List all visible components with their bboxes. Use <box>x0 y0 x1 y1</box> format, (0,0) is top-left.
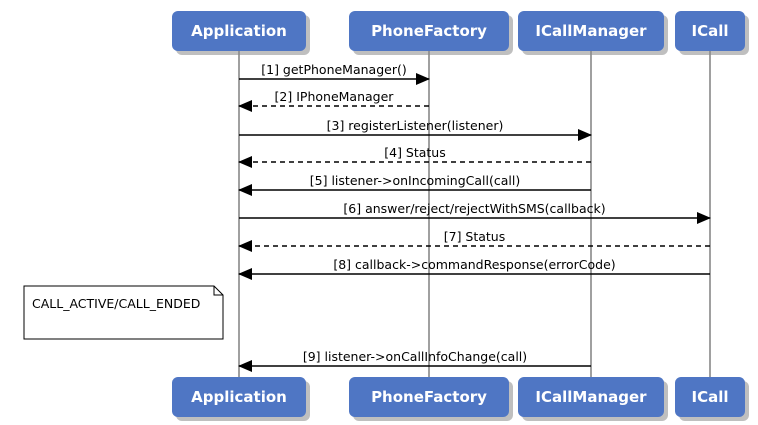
participant-box <box>518 377 664 417</box>
participant-label: ICallManager <box>535 388 647 406</box>
participant-icm-top: ICallManager <box>518 11 668 55</box>
participant-icm-bottom: ICallManager <box>518 377 668 421</box>
participant-box <box>172 11 306 51</box>
message-5: [5] listener->onIncomingCall(call) <box>238 173 591 196</box>
participant-label: ICallManager <box>535 22 647 40</box>
participant-box <box>675 11 745 51</box>
message-1: [1] getPhoneManager() <box>239 62 430 85</box>
participant-label: Application <box>191 22 287 40</box>
participant-label: ICall <box>692 22 729 40</box>
message-label: [3] registerListener(listener) <box>327 118 504 133</box>
message-label: [4] Status <box>384 145 446 160</box>
participant-label: Application <box>191 388 287 406</box>
note: CALL_ACTIVE/CALL_ENDED <box>23 285 224 340</box>
message-2: [2] IPhoneManager <box>238 89 429 112</box>
participant-box <box>349 377 509 417</box>
note-fold <box>213 286 223 296</box>
message-9: [9] listener->onCallInfoChange(call) <box>238 349 591 372</box>
participant-label: ICall <box>692 388 729 406</box>
participant-box <box>675 377 745 417</box>
message-label: [9] listener->onCallInfoChange(call) <box>303 349 527 364</box>
message-label: [8] callback->commandResponse(errorCode) <box>333 257 615 272</box>
participant-ic-top: ICall <box>675 11 749 55</box>
participant-app-top: Application <box>172 11 310 55</box>
message-6: [6] answer/reject/rejectWithSMS(callback… <box>239 201 711 224</box>
participant-pf-bottom: PhoneFactory <box>349 377 513 421</box>
participant-pf-top: PhoneFactory <box>349 11 513 55</box>
participant-ic-bottom: ICall <box>675 377 749 421</box>
note-box <box>23 285 224 340</box>
participant-label: PhoneFactory <box>371 22 487 40</box>
message-label: [2] IPhoneManager <box>275 89 395 104</box>
participant-box <box>349 11 509 51</box>
participant-app-bottom: Application <box>172 377 310 421</box>
message-label: [6] answer/reject/rejectWithSMS(callback… <box>343 201 605 216</box>
message-label: [7] Status <box>444 229 506 244</box>
message-3: [3] registerListener(listener) <box>239 118 592 141</box>
message-8: [8] callback->commandResponse(errorCode) <box>238 257 710 280</box>
participant-box <box>172 377 306 417</box>
message-label: [1] getPhoneManager() <box>261 62 406 77</box>
message-7: [7] Status <box>238 229 710 252</box>
note-label: CALL_ACTIVE/CALL_ENDED <box>32 296 200 311</box>
message-label: [5] listener->onIncomingCall(call) <box>310 173 520 188</box>
participant-label: PhoneFactory <box>371 388 487 406</box>
participant-box <box>518 11 664 51</box>
message-4: [4] Status <box>238 145 591 168</box>
